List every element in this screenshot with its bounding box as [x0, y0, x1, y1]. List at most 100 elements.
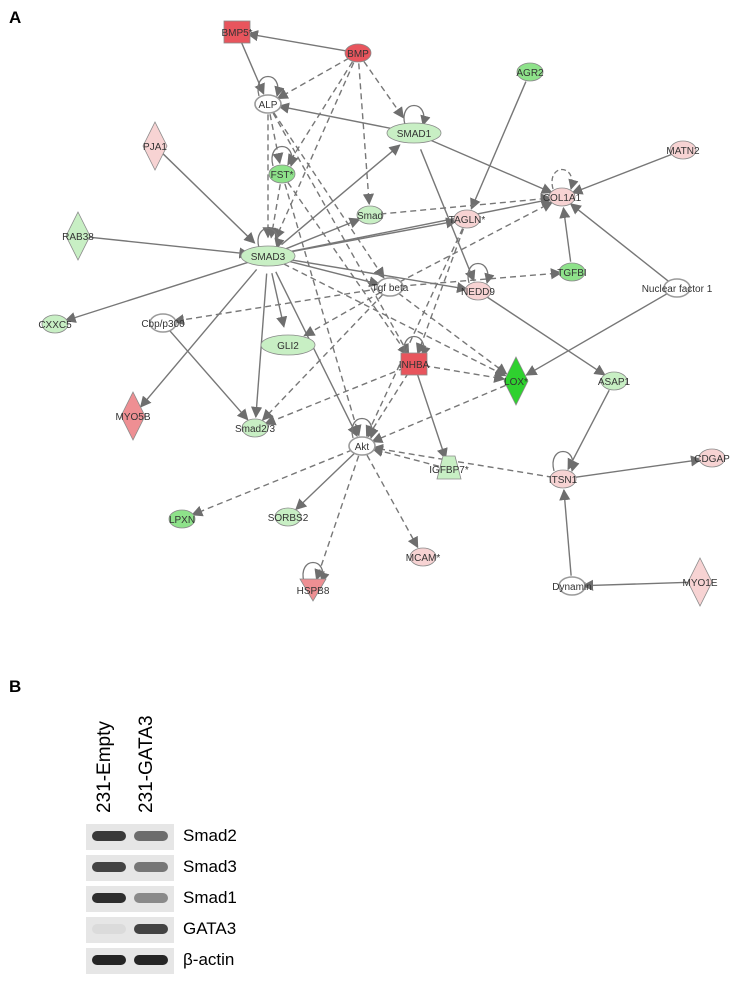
edge-lox-akt [371, 384, 506, 443]
node-cxxc5: CXXC5 [38, 314, 72, 334]
self-loop-itsn1 [552, 450, 580, 473]
node-shape-igfbp7 [436, 455, 462, 480]
node-itsn1: ITSN1 [549, 469, 578, 489]
node-shape-cbp [149, 313, 177, 333]
node-shape-smad3 [240, 245, 296, 267]
edge-itsn1-akt [371, 443, 553, 479]
node-label-inhba: INHBA [399, 360, 430, 371]
node-agr2: AGR2 [516, 62, 544, 82]
edge-asap1-itsn1 [567, 389, 610, 471]
node-rab38: RAB38 [62, 211, 94, 261]
blot-label: Smad1 [183, 888, 237, 907]
edge-tgfbeta-lox [397, 292, 508, 375]
edge-smad3-cxxc5 [64, 260, 252, 323]
edge-bmp-alp [276, 57, 350, 100]
edge-nedd9-asap1 [486, 296, 606, 376]
edge-akt-mcam [366, 454, 419, 549]
node-label-smad: Smad [357, 211, 383, 222]
band-2 [134, 955, 168, 965]
node-label-cbp: Cbp/p300 [141, 319, 185, 330]
node-label-lpxn: LPXN [169, 515, 195, 526]
blot-label: β-actin [183, 950, 235, 969]
edge-tgfbeta-smad23 [261, 294, 384, 421]
node-label-col1a1: COL1A1 [543, 193, 582, 204]
edge-smad1-nedd9 [419, 149, 476, 282]
band-1 [92, 831, 126, 841]
node-nedd9: NEDD9 [461, 281, 495, 301]
node-label-myo5b: MYO5B [115, 412, 150, 423]
node-shape-bmp [344, 43, 372, 63]
node-shape-cxxc5 [41, 314, 69, 334]
node-shape-alp [254, 94, 282, 114]
edge-matn2-col1a1 [571, 153, 674, 195]
node-myo5b: MYO5B [115, 391, 151, 441]
node-label-smad23: Smad2/3 [235, 424, 275, 435]
edge-fst-smad3 [267, 184, 281, 239]
node-label-akt: Akt [355, 442, 370, 453]
band-1 [92, 862, 126, 872]
node-fst: FST* [268, 164, 296, 184]
edge-smad3-akt [275, 271, 358, 438]
interaction-network: BMP5*BMPALPSMAD1AGR2PJA1FST*MATN2COL1A1T… [38, 20, 730, 607]
edge-nf1-lox [525, 292, 669, 376]
band-2 [134, 924, 168, 934]
node-label-alp: ALP [259, 100, 278, 111]
node-tgfbeta: Tgf beta [372, 277, 409, 297]
node-label-igfbp7: IGFBP7* [429, 465, 469, 476]
blot-row-3 [86, 886, 174, 912]
node-label-tgfbeta: Tgf beta [372, 283, 409, 294]
node-shape-gli2 [260, 334, 316, 356]
node-label-cdgap: CDGAP [694, 454, 730, 465]
band-1 [92, 924, 126, 934]
node-label-cxxc5: CXXC5 [38, 320, 72, 331]
edge-smad3-tagln [285, 217, 458, 254]
node-alp: ALP [254, 94, 282, 114]
edge-tgfbeta-col1a1 [398, 201, 554, 283]
node-label-agr2: AGR2 [516, 68, 544, 79]
node-label-asap1: ASAP1 [598, 377, 631, 388]
band-1 [92, 893, 126, 903]
edge-akt-sorbs2 [295, 452, 355, 511]
edge-bmp5-alp [240, 41, 265, 95]
panel-a-label: A [9, 8, 22, 27]
edge-myo1e-dynamin [581, 579, 689, 591]
edge-smad3-smad1 [281, 144, 401, 246]
blot-row-2 [86, 855, 174, 881]
node-label-lox: LOX* [504, 377, 528, 388]
edge-pja1-smad3 [162, 153, 256, 244]
node-shape-pja1 [142, 121, 168, 171]
node-shape-smad23 [241, 418, 269, 438]
edge-smad1-alp [277, 102, 397, 131]
node-label-mcam: MCAM* [406, 553, 441, 564]
node-shape-tagln [453, 209, 481, 229]
edge-layer [64, 30, 703, 591]
node-shape-myo5b [120, 391, 146, 441]
edge-tgfbi-col1a1 [559, 206, 572, 262]
node-igfbp7: IGFBP7* [429, 455, 469, 480]
blot-label: Smad2 [183, 826, 237, 845]
node-cdgap: CDGAP [694, 448, 730, 468]
edge-tgfbeta-tgfbi [400, 268, 563, 287]
node-shape-tgfbeta [376, 277, 404, 297]
node-label-rab38: RAB38 [62, 232, 94, 243]
edge-tagln-inhba [415, 228, 465, 355]
edge-bmp-fst [287, 61, 354, 166]
edge-tgfbeta-cbp [172, 287, 380, 326]
node-label-bmp: BMP [347, 49, 369, 60]
node-tgfbi: TGFBI [557, 262, 587, 282]
band-2 [134, 893, 168, 903]
node-hspb8: HSPB8 [297, 578, 330, 602]
edge-inhba-akt [367, 372, 410, 438]
blot-label: Smad3 [183, 857, 237, 876]
edge-smad3-smad [284, 217, 361, 251]
node-asap1: ASAP1 [598, 371, 631, 391]
node-shape-agr2 [516, 62, 544, 82]
edge-bmp-bmp5 [246, 30, 348, 52]
node-smad: Smad [356, 205, 384, 225]
edge-smad3-lox [283, 263, 507, 377]
lane-label-gata3: 231-GATA3 [136, 715, 157, 813]
node-shape-rab38 [65, 211, 91, 261]
node-matn2: MATN2 [666, 140, 700, 160]
blot-row-1 [86, 824, 174, 850]
edge-smad-col1a1 [380, 193, 553, 215]
